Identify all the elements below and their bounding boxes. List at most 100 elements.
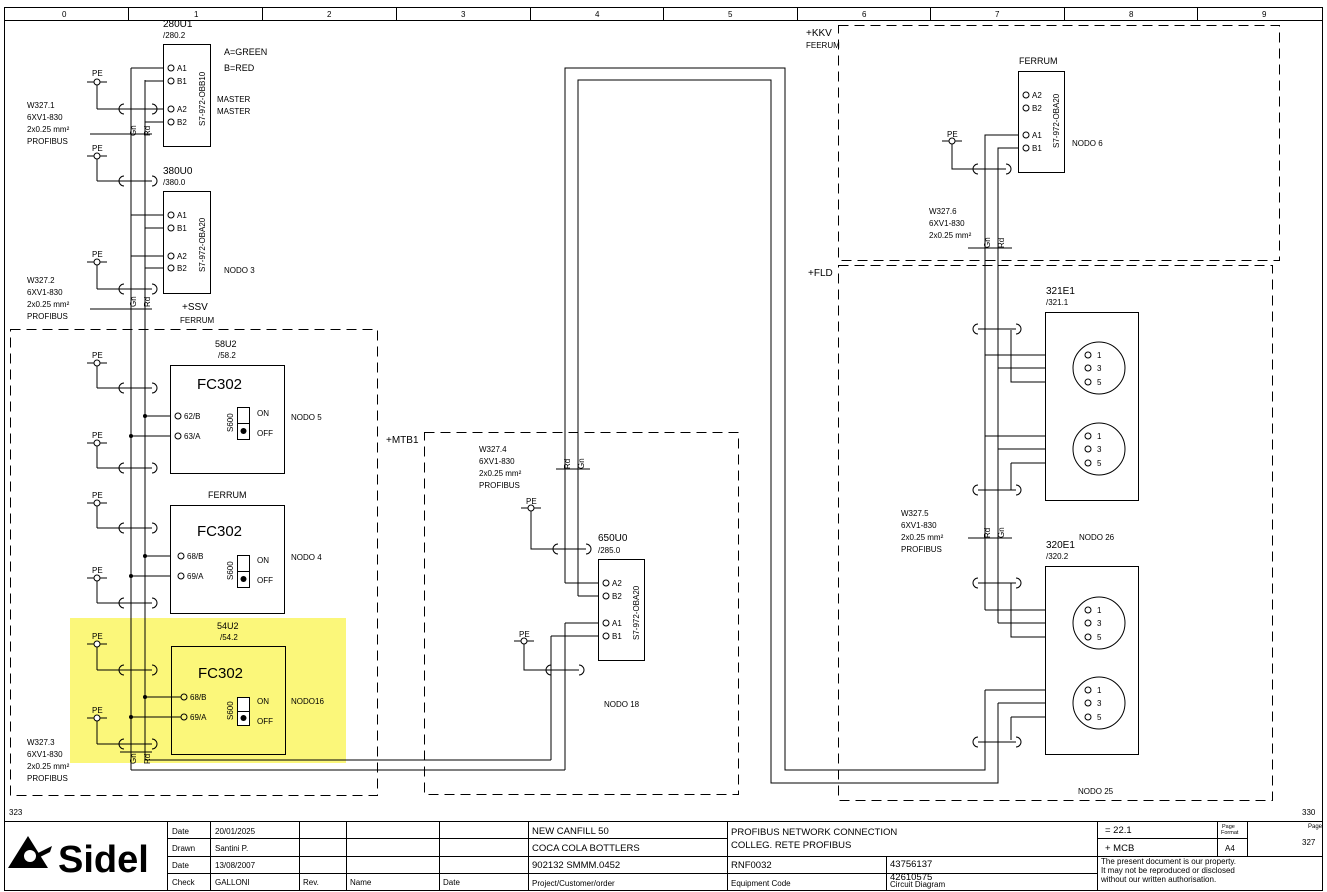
- svg-text:B1: B1: [177, 224, 187, 233]
- svg-text:6XV1-830: 6XV1-830: [27, 750, 63, 759]
- pe-label: PE: [92, 632, 103, 641]
- tb-drawn-label: Drawn: [172, 844, 195, 853]
- column-label: 4: [595, 10, 600, 19]
- tb-page-format-label: Page: [1222, 824, 1235, 830]
- node-label: NODO 26: [1079, 533, 1115, 542]
- column-label: 7: [995, 10, 1000, 19]
- tb-notice-line1: The present document is our property.: [1101, 857, 1236, 866]
- pe-label: PE: [947, 130, 958, 139]
- tb-equipment-label: Equipment Code: [731, 879, 791, 888]
- svg-text:PROFIBUS: PROFIBUS: [901, 545, 942, 554]
- svg-text:FERRUM: FERRUM: [1019, 56, 1058, 66]
- svg-text:62/B: 62/B: [184, 412, 200, 421]
- wire-color-label: Gn: [129, 296, 138, 307]
- svg-text:A2: A2: [177, 105, 187, 114]
- zone-label: +MTB1: [386, 435, 419, 446]
- svg-text:W327.5: W327.5: [901, 509, 929, 518]
- device-58u2: 58U2 /58.2 FC302 62/B 63/A S600 ON OFF N…: [170, 339, 322, 474]
- wire-color-label: Rd: [563, 459, 572, 469]
- svg-text:W327.6: W327.6: [929, 207, 957, 216]
- svg-text:380U0: 380U0: [163, 166, 193, 177]
- pe-label: PE: [92, 69, 103, 78]
- column-label: 6: [862, 10, 867, 19]
- svg-text:PROFIBUS: PROFIBUS: [27, 312, 68, 321]
- wire-color-label: Rd: [143, 297, 152, 307]
- tb-page-value: 327: [1302, 838, 1316, 847]
- svg-text:/380.0: /380.0: [163, 178, 186, 187]
- left-bus-wiring: [130, 67, 603, 771]
- pe-label: PE: [92, 706, 103, 715]
- svg-text:1: 1: [1097, 351, 1102, 360]
- svg-text:2x0.25 mm²: 2x0.25 mm²: [479, 469, 522, 478]
- svg-text:2x0.25 mm²: 2x0.25 mm²: [27, 762, 70, 771]
- sidel-logo: Sidel: [8, 836, 149, 881]
- mtb1-wiring: [523, 67, 999, 784]
- zone-label: +SSV: [182, 302, 208, 313]
- tb-number2: 42610575: [890, 872, 932, 883]
- svg-text:5: 5: [1097, 633, 1102, 642]
- svg-text:6XV1-830: 6XV1-830: [929, 219, 965, 228]
- tb-equipment-code: RNF0032: [731, 860, 772, 871]
- legend-a: A=GREEN: [224, 47, 267, 57]
- tb-page-format-label-2: Format: [1221, 830, 1239, 836]
- node-label: NODO 25: [1078, 787, 1114, 796]
- pe-label: PE: [92, 566, 103, 575]
- svg-text:B1: B1: [612, 632, 622, 641]
- pe-label: PE: [92, 144, 103, 153]
- svg-text:FC302: FC302: [198, 665, 243, 682]
- svg-text:ON: ON: [257, 556, 269, 565]
- svg-text:2x0.25 mm²: 2x0.25 mm²: [27, 300, 70, 309]
- svg-text:FC302: FC302: [197, 523, 242, 540]
- svg-text:2x0.25 mm²: 2x0.25 mm²: [27, 125, 70, 134]
- tb-desc-line2: COLLEG. RETE PROFIBUS: [731, 840, 851, 851]
- zone-ssv: [10, 329, 378, 796]
- zone-sublabel: FERRUM: [180, 316, 215, 325]
- svg-text:1: 1: [1097, 686, 1102, 695]
- column-label: 3: [461, 10, 466, 19]
- svg-text:S7-972-OBA20: S7-972-OBA20: [1052, 93, 1061, 148]
- wire-color-label: Gn: [983, 237, 992, 248]
- svg-text:NODO 18: NODO 18: [604, 700, 640, 709]
- column-label: 5: [728, 10, 733, 19]
- svg-text:PROFIBUS: PROFIBUS: [27, 774, 68, 783]
- cable-w327-4: W327.4 6XV1-830 2x0.25 mm² PROFIBUS: [479, 445, 522, 490]
- pe-label: PE: [92, 351, 103, 360]
- wire-color-label: Rd: [143, 754, 152, 764]
- pe-label: PE: [526, 497, 537, 506]
- cable-w327-2: W327.2 6XV1-830 2x0.25 mm² PROFIBUS: [27, 276, 70, 321]
- svg-text:OFF: OFF: [257, 576, 273, 585]
- tb-page-label: Page: [1308, 824, 1323, 830]
- cable-w327-3: W327.3 6XV1-830 2x0.25 mm² PROFIBUS: [27, 738, 70, 783]
- pe-label: PE: [92, 250, 103, 259]
- tb-project-label: Project/Customer/order: [532, 879, 615, 888]
- tb-drawn-value: Santini P.: [215, 844, 248, 853]
- svg-text:3: 3: [1097, 619, 1102, 628]
- tb-notice-line2: It may not be reproduced or disclosed: [1101, 866, 1235, 875]
- svg-text:/54.2: /54.2: [220, 633, 238, 642]
- device-ferrum-kkv: FERRUM A2 B2 A1 B1 S7-972-OBA20 NODO 6: [1018, 56, 1103, 173]
- svg-text:A1: A1: [177, 211, 187, 220]
- zone-kkv: [838, 25, 1280, 261]
- tb-date-label: Date: [172, 827, 189, 836]
- svg-text:MASTER: MASTER: [217, 107, 251, 116]
- tb-notice-line3: without our written authorisation.: [1100, 875, 1216, 884]
- column-ruler: 0 1 2 3 4 5 6 7 8 9: [4, 7, 1323, 21]
- svg-text:69/A: 69/A: [187, 572, 204, 581]
- svg-text:/58.2: /58.2: [218, 351, 236, 360]
- column-label: 0: [62, 10, 67, 19]
- svg-text:NODO 4: NODO 4: [291, 553, 322, 562]
- svg-text:S600: S600: [226, 413, 235, 432]
- svg-text:S7-972-OBA20: S7-972-OBA20: [632, 585, 641, 640]
- pe-label: PE: [92, 431, 103, 440]
- svg-text:6XV1-830: 6XV1-830: [27, 113, 63, 122]
- svg-text:/321.1: /321.1: [1046, 298, 1069, 307]
- device-650u0: 650U0 /285.0 A2 B2 A1 B1 S7-972-OBA20 NO…: [598, 533, 645, 709]
- wire-color-label: Rd: [983, 528, 992, 538]
- tb-project-line2: COCA COLA BOTTLERS: [532, 843, 640, 854]
- svg-text:69/A: 69/A: [190, 713, 207, 722]
- svg-text:650U0: 650U0: [598, 533, 628, 544]
- svg-text:S600: S600: [226, 561, 235, 580]
- tb-name-label: Name: [350, 878, 372, 887]
- svg-text:3: 3: [1097, 699, 1102, 708]
- svg-text:W327.2: W327.2: [27, 276, 55, 285]
